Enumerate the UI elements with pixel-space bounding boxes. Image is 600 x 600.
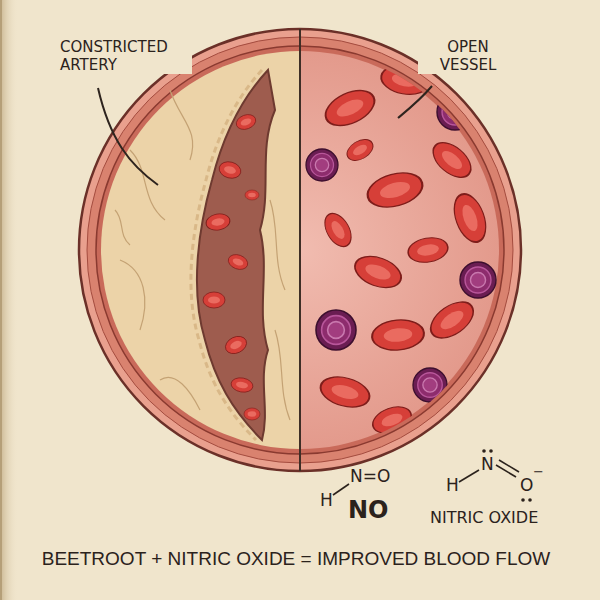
lone-pair-dot	[482, 449, 486, 453]
formula-name: NO	[348, 496, 389, 525]
lone-pair-dot	[489, 449, 493, 453]
lone-pair-dot	[528, 498, 532, 502]
atom-symbol: H	[446, 475, 459, 495]
charge-sign: −	[533, 464, 544, 480]
caption-text: BEETROOT + NITRIC OXIDE = IMPROVED BLOOD…	[0, 548, 596, 571]
bond-line	[333, 484, 349, 495]
lone-pair-dot	[521, 498, 525, 502]
callout-label: OPEN VESSEL	[418, 38, 518, 74]
formula-text: N=O	[350, 466, 390, 486]
callout-label: CONSTRICTED ARTERY	[58, 38, 192, 74]
atom-symbol: N	[481, 454, 494, 474]
atom-symbol: O	[520, 475, 533, 495]
bond-line	[496, 465, 516, 477]
bond-line	[459, 470, 479, 482]
leader-line	[398, 86, 432, 118]
atom-symbol: H	[320, 490, 333, 510]
formula-name: NITRIC OXIDE	[430, 508, 538, 527]
bond-line	[499, 460, 519, 472]
leader-line	[98, 88, 158, 185]
